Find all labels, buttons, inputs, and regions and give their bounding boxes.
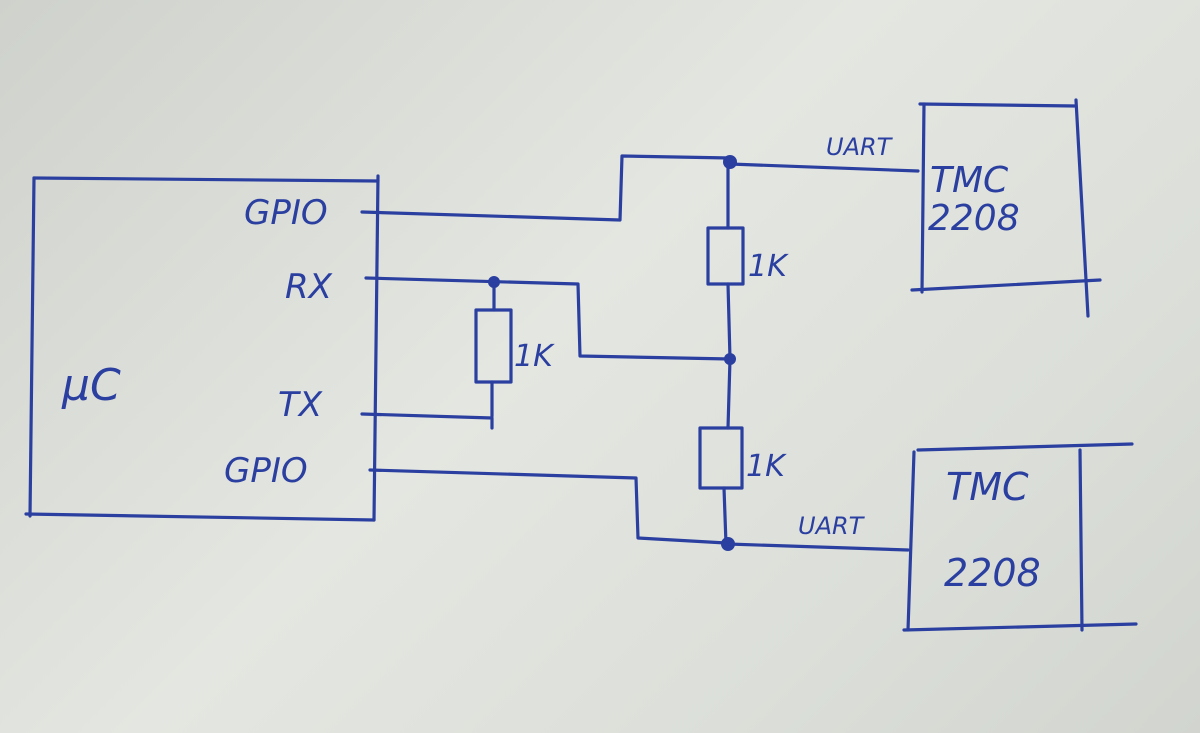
resistor-rx-tx [474,282,513,418]
pin-tx-label: TX [278,385,323,425]
tmc-bottom-box [902,442,1138,632]
tmc-top-model: 2208 [928,198,1020,239]
wire-gpio-bottom [368,468,728,545]
pin-gpio-top-label: GPIO [244,193,328,233]
mcu-label: µC [61,360,121,411]
resistor-top [706,162,745,361]
tmc-bottom-name: TMC [946,465,1029,509]
uart-bottom-label: UART [798,512,866,540]
pin-rx-label: RX [285,267,333,307]
resistor-rx-tx-label: 1K [514,339,555,374]
wire-uart-bottom [726,542,910,552]
wire-gpio-top [360,154,732,222]
resistor-bottom-label: 1K [746,449,787,484]
microcontroller-box [24,174,380,522]
tmc-top-name: TMC [930,160,1009,201]
tmc-bottom-model: 2208 [944,551,1041,595]
tmc-top-box [910,98,1102,318]
junction-uart-top [723,155,737,169]
wire-tx [360,412,494,430]
resistor-bottom [698,357,744,546]
wire-rx [364,276,732,361]
wire-uart-top [728,162,920,173]
pin-gpio-bottom-label: GPIO [224,451,308,491]
resistor-top-label: 1K [748,249,789,284]
uart-top-label: UART [826,133,894,161]
